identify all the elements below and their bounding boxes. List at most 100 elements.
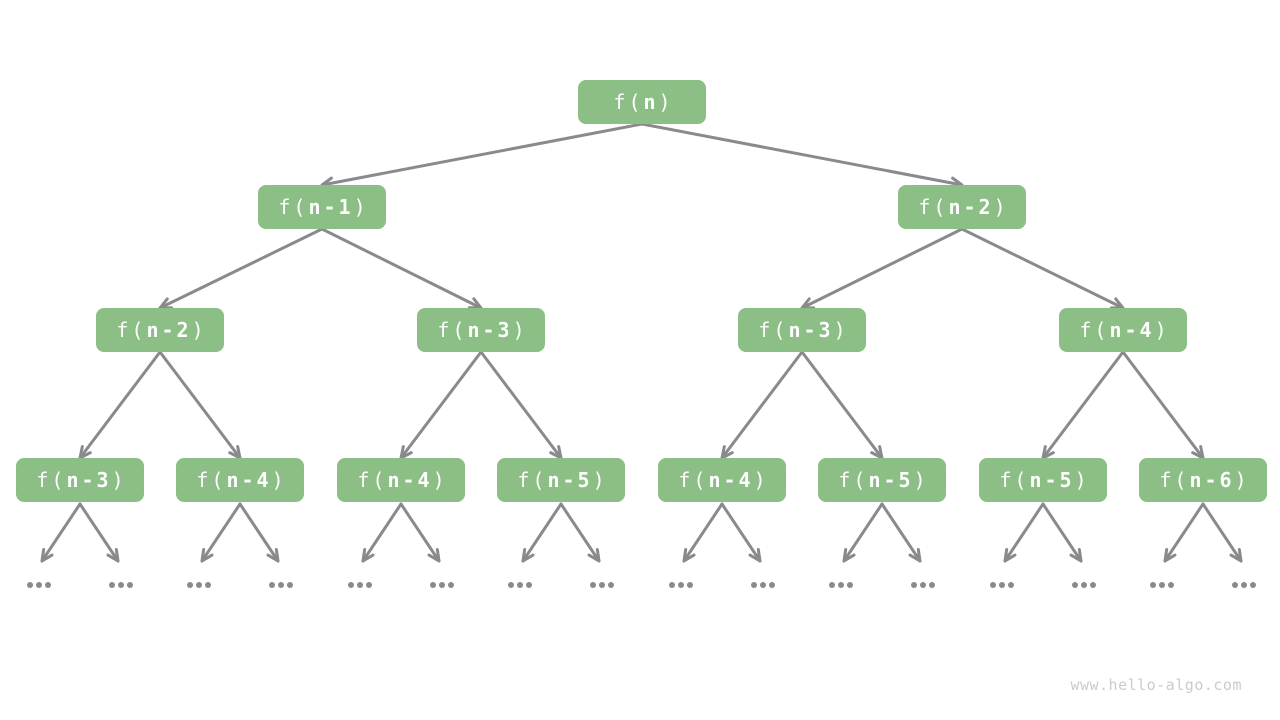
tree-node-label-arg: n-1 [308,195,354,219]
edge-arrow [1003,502,1045,563]
ellipsis-dot [599,582,605,588]
ellipsis-dot [990,582,996,588]
ellipsis-dot [1159,582,1165,588]
tree-node-label-arg: n-4 [708,468,754,492]
ellipsis-dot [127,582,133,588]
ellipsis-group [27,582,1256,588]
ellipsis [1150,582,1174,588]
ellipsis-dot [27,582,33,588]
ellipsis-dot [45,582,51,588]
ellipsis [751,582,775,588]
ellipsis-dot [929,582,935,588]
ellipsis-dot [687,582,693,588]
tree-node-label-pre: f( [36,468,67,492]
ellipsis-dot [118,582,124,588]
ellipsis-dot [366,582,372,588]
edge-arrow [320,227,483,310]
ellipsis-dot [430,582,436,588]
ellipsis-dot [1168,582,1174,588]
ellipsis-dot [526,582,532,588]
ellipsis-dot [448,582,454,588]
tree-node-label-post: ) [1074,468,1090,492]
ellipsis [348,582,372,588]
edge-group [40,122,1243,563]
tree-node: f(n-2) [898,185,1026,229]
tree-node-label-pre: f( [1159,468,1190,492]
tree-node: f(n-2) [96,308,224,352]
ellipsis-dot [508,582,514,588]
edge-arrow [158,350,242,460]
ellipsis-dot [269,582,275,588]
ellipsis [911,582,935,588]
tree-node-label-arg: n-2 [146,318,192,342]
tree-node-label-post: ) [111,468,127,492]
ellipsis-dot [911,582,917,588]
ellipsis-dot [999,582,1005,588]
tree-node: f(n-3) [16,458,144,502]
tree-node-label-pre: f( [278,195,309,219]
ellipsis [590,582,614,588]
tree-node-label-arg: n-5 [1029,468,1075,492]
tree-node-label-pre: f( [357,468,388,492]
watermark: www.hello-algo.com [1070,676,1242,694]
edge-arrow [559,502,601,563]
ellipsis-dot [187,582,193,588]
tree-node: f(n-5) [818,458,946,502]
tree-node-label-post: ) [1234,468,1250,492]
ellipsis-dot [439,582,445,588]
tree-node-label-arg: n-3 [467,318,513,342]
edge-arrow [880,502,922,563]
tree-node-label-pre: f( [613,90,644,114]
ellipsis-dot [608,582,614,588]
tree-node-label-post: ) [432,468,448,492]
edge-arrow [238,502,280,563]
ellipsis [430,582,454,588]
edge-arrow [720,350,804,460]
tree-node: f(n-4) [1059,308,1187,352]
ellipsis-dot [920,582,926,588]
tree-node-label-pre: f( [1079,318,1110,342]
tree-node-label-arg: n-3 [788,318,834,342]
edge-arrow [320,122,644,190]
ellipsis-dot [760,582,766,588]
edge-arrow [399,350,483,460]
ellipsis-dot [109,582,115,588]
ellipsis-dot [517,582,523,588]
tree-node-label-pre: f( [758,318,789,342]
edge-arrow [158,227,324,310]
ellipsis [508,582,532,588]
edge-arrow [1121,350,1205,460]
ellipsis [187,582,211,588]
tree-node-label-pre: f( [196,468,227,492]
tree-node-label-arg: n-4 [387,468,433,492]
ellipsis-dot [1072,582,1078,588]
tree-node: f(n-5) [979,458,1107,502]
ellipsis-dot [590,582,596,588]
edge-arrow [1201,502,1243,563]
tree-node-label-arg: n-4 [226,468,272,492]
tree-node-label-post: ) [993,195,1009,219]
edge-arrow [1041,502,1083,563]
ellipsis-dot [278,582,284,588]
tree-node: f(n-4) [337,458,465,502]
tree-node-label-post: ) [191,318,207,342]
tree-node-label-arg: n [643,90,659,114]
ellipsis-dot [838,582,844,588]
ellipsis [109,582,133,588]
tree-node-label-arg: n-5 [547,468,593,492]
tree-node-label-pre: f( [116,318,147,342]
tree-node: f(n-6) [1139,458,1267,502]
ellipsis-dot [1081,582,1087,588]
tree-node-label-arg: n-2 [948,195,994,219]
edge-arrow [40,502,82,563]
edge-arrow [361,502,403,563]
tree-node-label-pre: f( [838,468,869,492]
edge-arrow [399,502,441,563]
ellipsis-dot [1150,582,1156,588]
ellipsis-dot [669,582,675,588]
edge-arrow [479,350,563,460]
tree-node-label-pre: f( [999,468,1030,492]
ellipsis [27,582,51,588]
